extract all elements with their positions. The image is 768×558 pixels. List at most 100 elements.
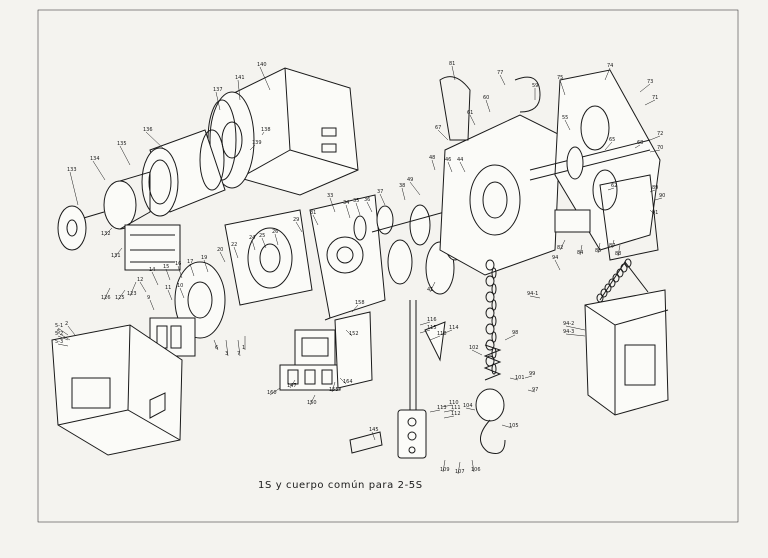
leader-line [251, 239, 256, 251]
leader-line [604, 141, 613, 151]
leader-line [177, 265, 183, 279]
leader-line [57, 327, 69, 336]
part-number-p10: 10 [177, 283, 185, 299]
part-number-p11: 11 [165, 285, 173, 301]
part-number-text: 5-2 [55, 331, 63, 337]
part-number-text: 26 [272, 229, 278, 235]
part-number-p46: 46 [445, 157, 453, 173]
part-number-p141: 141 [235, 75, 245, 101]
part-number-text: 150 [307, 400, 317, 406]
leader-line [644, 99, 656, 106]
part-number-text: 1 [242, 345, 245, 351]
leader-line [429, 281, 436, 293]
leader-line [604, 67, 611, 81]
control-panel-plate [224, 209, 313, 306]
part-number-p19: 19 [201, 255, 209, 273]
part-number-p114: 114 [439, 325, 459, 336]
part-number-p137: 137 [213, 87, 223, 111]
leader-line [459, 161, 466, 173]
part-number-text: 33 [327, 193, 333, 199]
leader-line [501, 424, 513, 429]
part-number-p71: 71 [644, 95, 658, 106]
part-number-text: 70 [657, 145, 663, 151]
part-number-text: 61 [467, 110, 473, 116]
part-number-text: 98 [512, 330, 518, 336]
sling-link [604, 283, 612, 293]
part-number-p5: 5 [57, 329, 71, 341]
leader-line [351, 304, 359, 313]
leader-line [339, 377, 347, 385]
leader-line [69, 171, 79, 206]
leader-line [554, 259, 561, 271]
part-number-p74: 74 [604, 63, 613, 81]
part-number-p14: 14 [149, 267, 159, 286]
leader-line [639, 83, 651, 93]
part-number-p37: 37 [377, 189, 386, 206]
part-number-p105: 105 [501, 423, 519, 429]
part-number-p38: 38 [399, 183, 405, 201]
part-number-p112: 112 [443, 411, 461, 419]
chain-link [491, 267, 497, 279]
leader-line [654, 197, 663, 201]
leader-line [92, 160, 106, 181]
leader-line [189, 263, 195, 277]
part-number-text: 141 [235, 75, 245, 81]
leader-line [237, 79, 241, 101]
part-number-p70: 70 [649, 145, 663, 153]
part-number-text: 145 [369, 427, 379, 433]
part-number-text: 81 [449, 61, 455, 67]
limit-switch-assembly [554, 174, 659, 261]
leader-line [145, 131, 166, 151]
part-number-text: 147 [287, 383, 297, 389]
part-number-text: 72 [657, 131, 663, 137]
pendant-cable [409, 300, 446, 410]
part-number-text: 6 [215, 345, 218, 351]
part-number-p2: 2 [65, 321, 76, 336]
part-number-text: 91 [652, 210, 658, 216]
leader-line [419, 329, 431, 334]
leader-line [379, 193, 386, 206]
chain-link [491, 299, 497, 311]
leader-line [309, 394, 316, 406]
leader-line [617, 244, 621, 257]
part-number-p75: 75 [557, 75, 566, 96]
part-number-p85: 85 [595, 242, 601, 254]
part-number-p65: 65 [604, 137, 615, 151]
leader-line [649, 135, 661, 141]
part-number-text: 9 [147, 295, 150, 301]
part-number-p15: 15 [163, 264, 171, 281]
part-number-text: 87 [609, 243, 615, 249]
part-number-text: 14 [149, 267, 155, 273]
leader-line [345, 204, 351, 219]
part-number-text: 85 [595, 248, 601, 254]
part-number-p94: 94 [552, 255, 561, 271]
leader-line [409, 181, 421, 196]
part-number-text: 94-1 [527, 291, 538, 297]
part-number-text: 59 [532, 83, 538, 89]
leader-line [366, 201, 373, 213]
cable-clamp [349, 431, 383, 454]
part-number-text: 35 [353, 198, 359, 204]
part-number-text: 10 [177, 283, 183, 289]
part-number-text: 94 [552, 255, 558, 261]
part-number-text: 25 [259, 233, 265, 239]
part-number-text: 12 [137, 277, 143, 283]
part-number-p67: 67 [435, 125, 449, 141]
leader-line [237, 339, 241, 357]
leader-line [504, 334, 516, 341]
leader-line [119, 145, 131, 166]
part-number-p99: 99 [524, 371, 535, 379]
part-number-p26: 26 [272, 229, 278, 246]
part-number-text: 158 [355, 300, 365, 306]
part-number-p84: 84 [577, 244, 583, 256]
chain-link [491, 283, 497, 295]
spring-buffer [483, 344, 502, 381]
leader-line [469, 114, 476, 126]
part-number-p136: 136 [143, 127, 166, 151]
brake-disc [57, 205, 87, 251]
part-number-text: 140 [257, 62, 267, 68]
part-number-p111: 111 [443, 405, 461, 413]
sling-link [608, 278, 616, 288]
part-number-p68: 68 [634, 140, 643, 149]
